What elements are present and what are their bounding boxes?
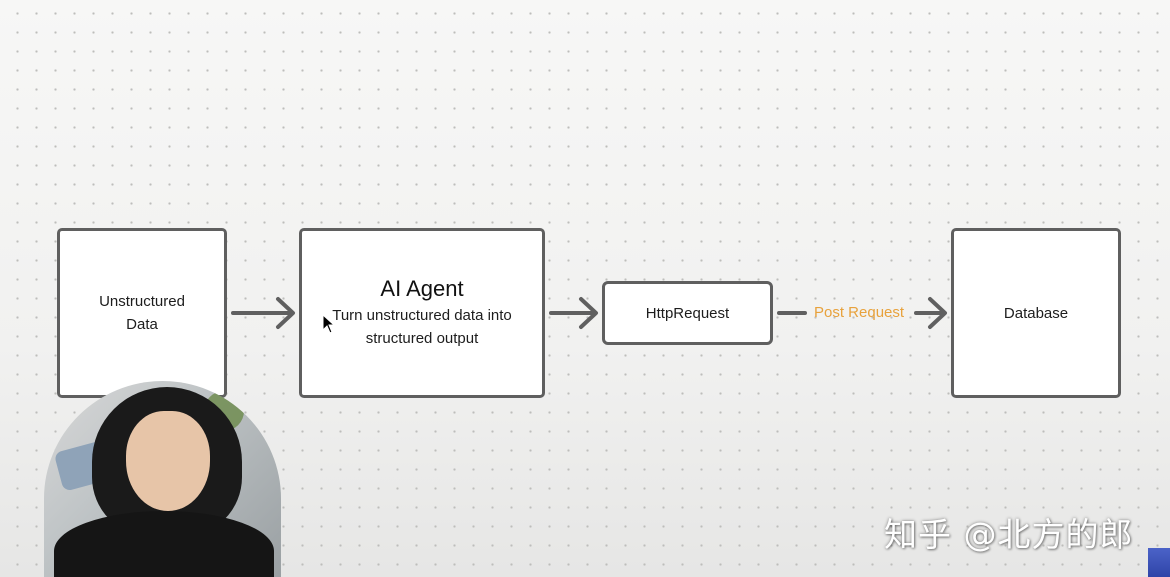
mouse-cursor-icon <box>322 314 336 334</box>
node-unstructured-data[interactable]: Unstructured Data <box>57 228 227 398</box>
node-ai-agent[interactable]: AI Agent Turn unstructured data into str… <box>299 228 545 398</box>
presenter-shirt <box>54 511 274 577</box>
edge-label-post-request: Post Request <box>814 304 905 321</box>
presenter-webcam <box>44 381 281 577</box>
presenter-face <box>126 411 210 511</box>
node-http-request[interactable]: HttpRequest <box>602 281 773 345</box>
node-label: Unstructured Data <box>99 293 185 333</box>
edge-agent-to-http <box>549 297 598 329</box>
node-title: AI Agent <box>380 276 464 301</box>
node-database[interactable]: Database <box>951 228 1121 398</box>
node-label: HttpRequest <box>645 304 730 322</box>
node-label: Database <box>1003 304 1069 322</box>
watermark-text: 知乎 @北方的郎 <box>884 515 1134 554</box>
edge-unstructured-to-agent <box>231 297 295 329</box>
node-subtitle: Turn unstructured data into structured o… <box>332 307 512 347</box>
corner-logo <box>1148 548 1170 577</box>
